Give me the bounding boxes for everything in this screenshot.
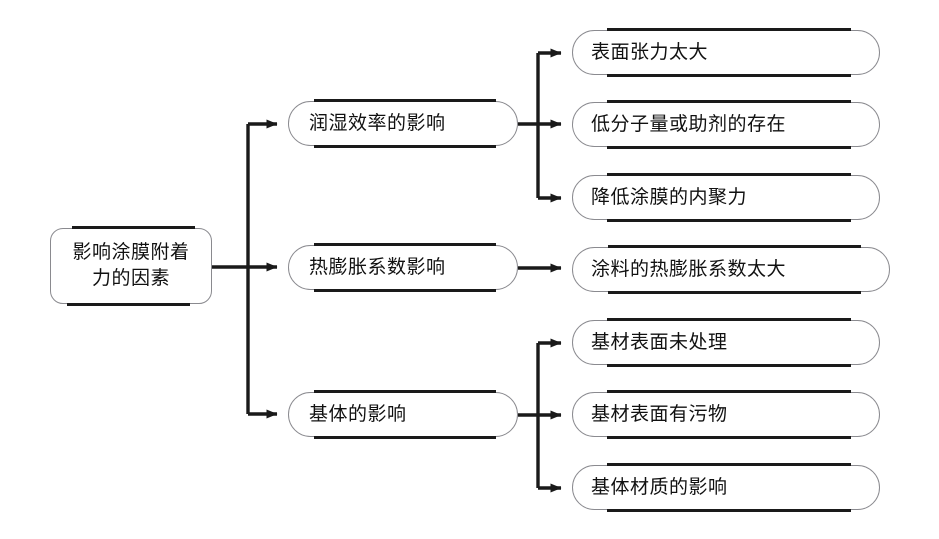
node-leaf-low-molecular-weight[interactable]: 低分子量或助剂的存在 [572,99,880,150]
node-leaf-untreated-surface[interactable]: 基材表面未处理 [572,317,880,368]
node-leaf-substrate-material-label: 基体材质的影响 [591,476,728,499]
node-branch-thermal-expansion-label: 热膨胀系数影响 [309,256,446,279]
node-branch-substrate[interactable]: 基体的影响 [288,389,518,440]
node-branch-wetting-label: 润湿效率的影响 [309,112,446,135]
node-leaf-coating-expansion[interactable]: 涂料的热膨胀系数太大 [572,244,890,295]
node-branch-thermal-expansion[interactable]: 热膨胀系数影响 [288,242,518,293]
node-leaf-surface-tension[interactable]: 表面张力太大 [572,27,880,78]
node-root[interactable]: 影响涂膜附着 力的因素 [50,225,212,307]
node-leaf-coating-expansion-label: 涂料的热膨胀系数太大 [591,258,787,281]
node-leaf-reduced-cohesion-label: 降低涂膜的内聚力 [591,186,748,209]
node-branch-substrate-label: 基体的影响 [309,403,407,426]
node-leaf-contaminated-surface[interactable]: 基材表面有污物 [572,389,880,440]
node-leaf-substrate-material[interactable]: 基体材质的影响 [572,462,880,513]
node-leaf-surface-tension-label: 表面张力太大 [591,41,709,64]
node-root-label: 影响涂膜附着 力的因素 [72,241,190,289]
node-leaf-low-molecular-weight-label: 低分子量或助剂的存在 [591,113,787,136]
node-leaf-contaminated-surface-label: 基材表面有污物 [591,403,728,426]
node-branch-wetting[interactable]: 润湿效率的影响 [288,98,518,149]
node-leaf-untreated-surface-label: 基材表面未处理 [591,331,728,354]
node-leaf-reduced-cohesion[interactable]: 降低涂膜的内聚力 [572,172,880,223]
